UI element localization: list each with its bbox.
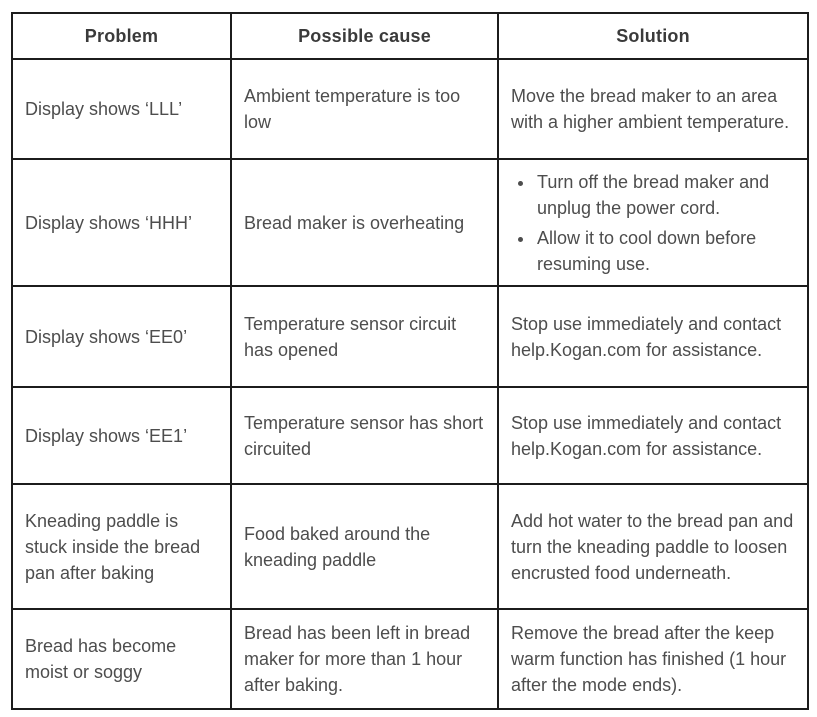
column-header-solution: Solution xyxy=(497,12,809,60)
problem-cell: Display shows ‘LLL’ xyxy=(11,58,232,160)
problem-cell: Bread has become moist or soggy xyxy=(11,608,232,710)
table-body: Display shows ‘LLL’Ambient temperature i… xyxy=(11,58,809,710)
solution-bullet-item: Allow it to cool down before resuming us… xyxy=(535,225,797,277)
cause-cell: Temperature sensor circuit has opened xyxy=(230,285,499,388)
table-row: Display shows ‘LLL’Ambient temperature i… xyxy=(11,58,809,160)
cause-cell: Bread has been left in bread maker for m… xyxy=(230,608,499,710)
cause-cell: Bread maker is overheating xyxy=(230,158,499,287)
solution-bullet-item: Turn off the bread maker and unplug the … xyxy=(535,169,797,221)
problem-cell: Display shows ‘EE0’ xyxy=(11,285,232,388)
solution-cell: Turn off the bread maker and unplug the … xyxy=(497,158,809,287)
column-header-problem: Problem xyxy=(11,12,232,60)
solution-cell: Stop use immediately and contact help.Ko… xyxy=(497,285,809,388)
problem-cell: Kneading paddle is stuck inside the brea… xyxy=(11,483,232,610)
solution-cell: Remove the bread after the keep warm fun… xyxy=(497,608,809,710)
table-row: Display shows ‘EE1’Temperature sensor ha… xyxy=(11,386,809,485)
solution-cell: Stop use immediately and contact help.Ko… xyxy=(497,386,809,485)
cause-cell: Temperature sensor has short circuited xyxy=(230,386,499,485)
problem-cell: Display shows ‘EE1’ xyxy=(11,386,232,485)
column-header-possible-cause: Possible cause xyxy=(230,12,499,60)
cause-cell: Food baked around the kneading paddle xyxy=(230,483,499,610)
cause-cell: Ambient temperature is too low xyxy=(230,58,499,160)
table-row: Kneading paddle is stuck inside the brea… xyxy=(11,483,809,610)
problem-cell: Display shows ‘HHH’ xyxy=(11,158,232,287)
table-row: Display shows ‘EE0’Temperature sensor ci… xyxy=(11,285,809,388)
solution-bullet-list: Turn off the bread maker and unplug the … xyxy=(511,169,797,277)
solution-cell: Add hot water to the bread pan and turn … xyxy=(497,483,809,610)
solution-cell: Move the bread maker to an area with a h… xyxy=(497,58,809,160)
table-row: Display shows ‘HHH’Bread maker is overhe… xyxy=(11,158,809,287)
